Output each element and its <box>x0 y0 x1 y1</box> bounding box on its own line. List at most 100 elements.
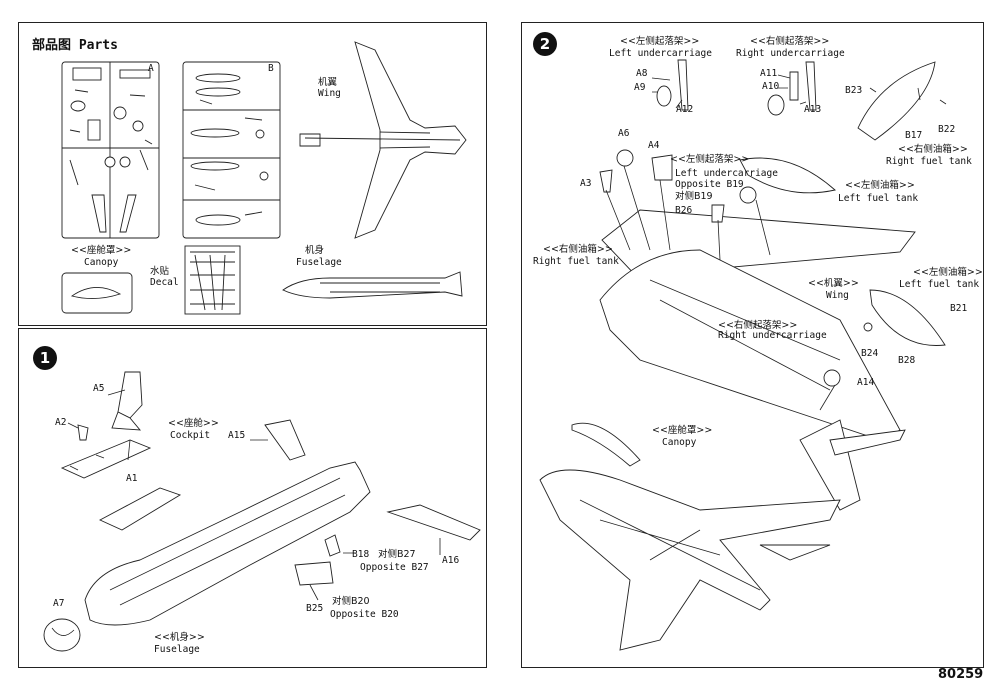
label-b26: B26 <box>675 205 693 216</box>
fuselage-en: Fuselage <box>154 644 200 655</box>
part-a4 <box>651 154 673 181</box>
gear-left-top <box>651 59 689 111</box>
tank-left-center <box>739 157 836 194</box>
part-a2 <box>77 424 89 441</box>
step2-badge: 2 <box>533 32 557 56</box>
right-uc2-en: Right undercarriage <box>718 330 827 341</box>
canopy-piece <box>571 422 641 467</box>
parts-title: 部品图 Parts <box>32 38 118 53</box>
right-uc-en: Right undercarriage <box>736 48 845 59</box>
label-a13: A13 <box>804 104 822 115</box>
parts-panel <box>18 22 487 326</box>
label-b28: B28 <box>898 355 916 366</box>
step2-panel <box>521 22 984 668</box>
left-tank2-en: Left fuel tank <box>899 279 980 290</box>
label-b17: B17 <box>905 130 923 141</box>
tail-fin-a15 <box>264 419 306 461</box>
label-a16: A16 <box>442 555 460 566</box>
cockpit-tub-a1 <box>60 439 152 479</box>
label-b18: B18 <box>352 549 370 560</box>
fuselage-assembly <box>599 249 901 441</box>
parts-decal-cn: 水贴 <box>150 266 170 277</box>
label-b27-en: Opposite B27 <box>360 562 429 573</box>
page-number: 80259 <box>938 667 984 682</box>
label-b25: B25 <box>306 603 324 614</box>
parts-fuselage-en: Fuselage <box>296 257 342 268</box>
fuselage-cn: <<机身>> <box>154 632 205 643</box>
part-b25 <box>294 561 334 586</box>
label-a10: A10 <box>762 81 780 92</box>
part-a3 <box>599 169 613 193</box>
label-a4: A4 <box>648 140 660 151</box>
right-uc2-cn: <<右侧起落架>> <box>718 320 798 331</box>
label-a3: A3 <box>580 178 592 189</box>
tank-left-right <box>869 289 946 346</box>
parts-wing-en: Wing <box>318 88 341 99</box>
left-tank-cn: <<左侧油箱>> <box>845 180 915 191</box>
finished-plane <box>539 469 841 651</box>
label-a15: A15 <box>228 430 246 441</box>
left-tank-en: Left fuel tank <box>838 193 919 204</box>
label-b20-cn: 对侧B20 <box>332 596 370 607</box>
parts-canopy-en: Canopy <box>84 257 119 268</box>
left-uc2-en: Left undercarriage <box>675 168 778 179</box>
sprue-b <box>182 61 281 239</box>
step1-panel <box>18 328 487 668</box>
parts-wing <box>299 41 467 239</box>
nose-cone-a7 <box>43 618 81 652</box>
label-a14: A14 <box>857 377 875 388</box>
label-b24: B24 <box>861 348 879 359</box>
wing-en: Wing <box>826 290 849 301</box>
right-tank2-cn: <<右侧油箱>> <box>898 144 968 155</box>
parts-decal-sheet <box>184 245 241 315</box>
label-b22: B22 <box>938 124 956 135</box>
right-tank-en: Right fuel tank <box>533 256 619 267</box>
cockpit-en: Cockpit <box>170 430 211 441</box>
step1-badge: 1 <box>33 346 57 370</box>
left-uc2-cn: <<左侧起落架>> <box>670 154 750 165</box>
label-a11: A11 <box>760 68 778 79</box>
part-a6 <box>616 149 634 167</box>
right-tank-cn: <<右侧油箱>> <box>543 244 613 255</box>
label-a6: A6 <box>618 128 630 139</box>
right-tank2-en: Right fuel tank <box>886 156 972 167</box>
sprue-b-label: B <box>268 63 274 74</box>
gear-right-top <box>767 61 817 116</box>
label-a7: A7 <box>53 598 65 609</box>
label-b27-cn: 对侧B27 <box>378 549 416 560</box>
tank-right-top <box>857 61 936 141</box>
opp-b19-cn: 对侧B19 <box>675 191 713 202</box>
label-a8: A8 <box>636 68 648 79</box>
wing-cn: <<机翼>> <box>808 278 859 289</box>
part-b26 <box>711 204 725 223</box>
parts-wing-cn: 机翼 <box>318 77 338 88</box>
wheel-a14 <box>823 369 841 387</box>
stabilizer-a16 <box>386 504 481 541</box>
part-b18 <box>324 534 341 557</box>
label-b21: B21 <box>950 303 968 314</box>
wheel-mid <box>739 186 757 204</box>
opp-b19-en: Opposite B19 <box>675 179 744 190</box>
tail-fin-assembly <box>799 419 861 511</box>
parts-fuselage <box>282 271 463 299</box>
sprue-a-label: A <box>148 63 154 74</box>
parts-canopy-cn: <<座舱罩>> <box>71 245 132 256</box>
canopy-en: Canopy <box>662 437 697 448</box>
seat-a5 <box>111 371 143 431</box>
label-b20-en: Opposite B20 <box>330 609 399 620</box>
cockpit-insert <box>98 487 182 531</box>
label-a2: A2 <box>55 417 67 428</box>
label-a9: A9 <box>634 82 646 93</box>
parts-fuselage-cn: 机身 <box>305 245 325 256</box>
label-a12: A12 <box>676 104 694 115</box>
sprue-a <box>61 61 160 239</box>
left-tank2-cn: <<左侧油箱>> <box>913 267 983 278</box>
fuselage-half <box>84 461 371 626</box>
label-a5: A5 <box>93 383 105 394</box>
left-uc-en: Left undercarriage <box>609 48 712 59</box>
label-b23: B23 <box>845 85 863 96</box>
parts-canopy <box>61 272 133 314</box>
